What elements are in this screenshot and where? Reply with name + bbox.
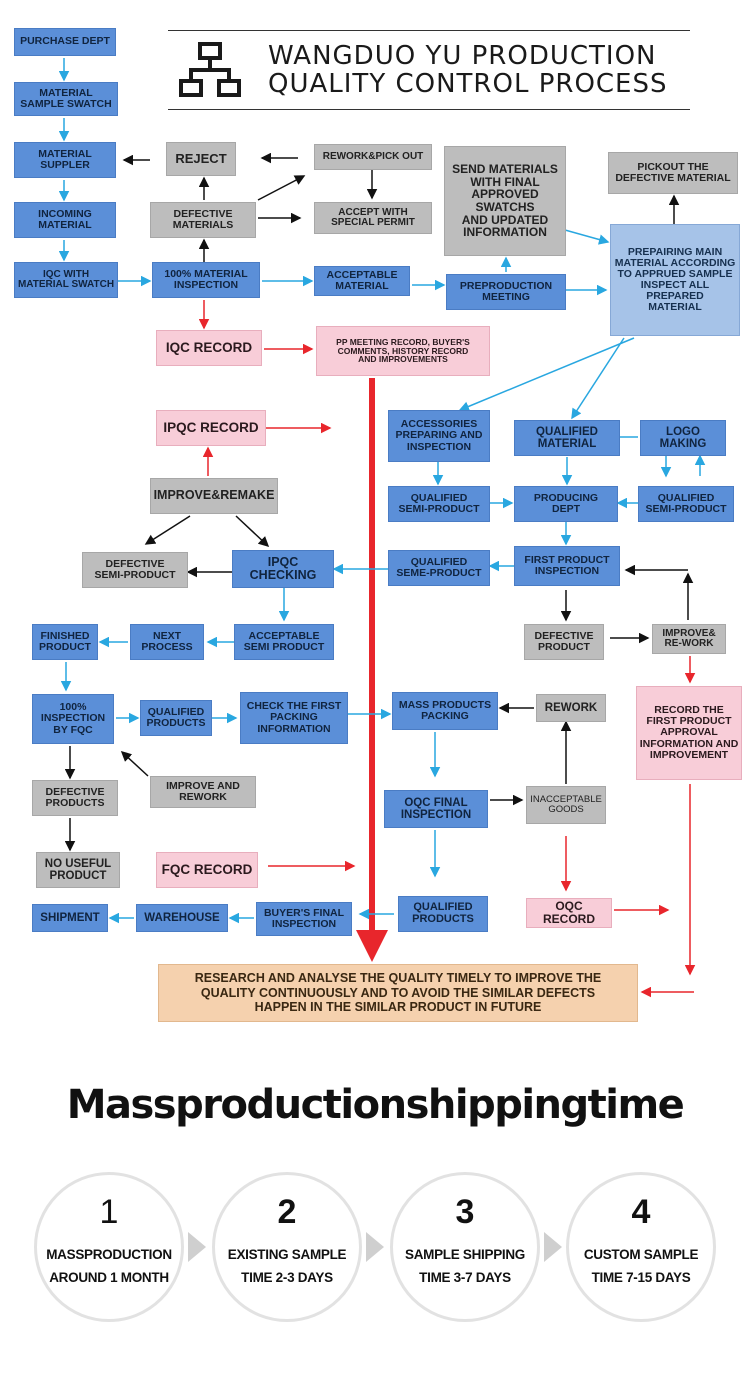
step-duration: TIME 3-7 DAYS (419, 1270, 511, 1285)
node-pp-meeting-record: PP MEETING RECORD, BUYER'S COMMENTS, HIS… (316, 326, 490, 376)
node-prepairing-main-material: PREPAIRING MAIN MATERIAL ACCORDING TO AP… (610, 224, 740, 336)
org-chart-icon (179, 42, 241, 97)
node-iqc-record: IQC RECORD (156, 330, 262, 366)
node-fqc-record: FQC RECORD (156, 852, 258, 888)
node-qualified-products-right: QUALIFIED PRODUCTS (398, 896, 488, 932)
step-duration: TIME 7-15 DAYS (591, 1270, 691, 1285)
node-warehouse: WAREHOUSE (136, 904, 228, 932)
node-defective-materials: DEFECTIVE MATERIALS (150, 202, 256, 238)
node-record-first-product: RECORD THE FIRST PRODUCT APPROVAL INFORM… (636, 686, 742, 780)
step-number: 3 (455, 1193, 475, 1231)
node-research-analyse: RESEARCH AND ANALYSE THE QUALITY TIMELY … (158, 964, 638, 1022)
node-improve-remake: IMPROVE&REMAKE (150, 478, 278, 514)
node-preproduction-meeting: PREPRODUCTION MEETING (446, 274, 566, 310)
node-no-useful-product: NO USEFUL PRODUCT (36, 852, 120, 888)
step-duration: TIME 2-3 DAYS (241, 1270, 333, 1285)
node-incoming-material: INCOMING MATERIAL (14, 202, 116, 238)
page-title: WANGDUO YU PRODUCTION QUALITY CONTROL PR… (268, 41, 668, 99)
node-pickout-defective: PICKOUT THE DEFECTIVE MATERIAL (608, 152, 738, 194)
node-rework: REWORK (536, 694, 606, 722)
node-next-process: NEXT PROCESS (130, 624, 204, 660)
chevron-right-icon (544, 1232, 562, 1262)
step-duration: AROUND 1 MONTH (49, 1270, 169, 1285)
step-2: 2 EXISTING SAMPLE TIME 2-3 DAYS (212, 1172, 362, 1322)
chevron-right-icon (188, 1232, 206, 1262)
step-4: 4 CUSTOM SAMPLE TIME 7-15 DAYS (566, 1172, 716, 1322)
node-finished-product: FINISHED PRODUCT (32, 624, 98, 660)
node-inspection-by-fqc: 100% INSPECTION BY FQC (32, 694, 114, 744)
node-inacceptable-goods: INACCEPTABLE GOODS (526, 786, 606, 824)
node-material-supplier: MATERIAL SUPPLER (14, 142, 116, 178)
step-3: 3 SAMPLE SHIPPING TIME 3-7 DAYS (390, 1172, 540, 1322)
chevron-right-icon (366, 1232, 384, 1262)
node-logo-making: LOGO MAKING (640, 420, 726, 456)
node-qualified-products-left: QUALIFIED PRODUCTS (140, 700, 212, 736)
node-improve-re-work: IMPROVE& RE-WORK (652, 624, 726, 654)
node-producing-dept: PRODUCING DEPT (514, 486, 618, 522)
step-label: CUSTOM SAMPLE (583, 1247, 699, 1262)
node-material-sample-swatch: MATERIAL SAMPLE SWATCH (14, 82, 118, 116)
node-ipqc-checking: IPQC CHECKING (232, 550, 334, 588)
node-defective-semi-product: DEFECTIVE SEMI-PRODUCT (82, 552, 188, 588)
step-number: 2 (277, 1193, 297, 1231)
node-qualified-semi-left: QUALIFIED SEMI-PRODUCT (388, 486, 490, 522)
node-accept-special-permit: ACCEPT WITH SPECIAL PERMIT (314, 202, 432, 234)
node-iqc-with-swatch: IQC WITH MATERIAL SWATCH (14, 262, 118, 298)
node-qualified-semi-right: QUALIFIED SEMI-PRODUCT (638, 486, 734, 522)
node-shipment: SHIPMENT (32, 904, 108, 932)
node-mass-products-packing: MASS PRODUCTS PACKING (392, 692, 498, 730)
node-purchase-dept: PURCHASE DEPT (14, 28, 116, 56)
node-accessories-inspection: ACCESSORIES PREPARING AND INSPECTION (388, 410, 490, 462)
flow-connectors (58, 58, 706, 998)
header-banner: WANGDUO YU PRODUCTION QUALITY CONTROL PR… (168, 30, 690, 110)
node-buyers-final-inspection: BUYER'S FINAL INSPECTION (256, 902, 352, 936)
node-qualified-seme-product: QUALIFIED SEME-PRODUCT (388, 550, 490, 586)
node-oqc-record: OQC RECORD (526, 898, 612, 928)
node-qualified-material: QUALIFIED MATERIAL (514, 420, 620, 456)
node-defective-product: DEFECTIVE PRODUCT (524, 624, 604, 660)
node-defective-products: DEFECTIVE PRODUCTS (32, 780, 118, 816)
step-1: 1 MASSPRODUCTION AROUND 1 MONTH (34, 1172, 184, 1322)
node-send-materials: SEND MATERIALS WITH FINAL APPROVED SWATC… (444, 146, 566, 256)
node-check-first-packing: CHECK THE FIRST PACKING INFORMATION (240, 692, 348, 744)
step-label: SAMPLE SHIPPING (404, 1247, 526, 1262)
node-oqc-final-inspection: OQC FINAL INSPECTION (384, 790, 488, 828)
node-first-product-inspection: FIRST PRODUCT INSPECTION (514, 546, 620, 586)
node-reject: REJECT (166, 142, 236, 176)
node-material-inspection: 100% MATERIAL INSPECTION (152, 262, 260, 298)
node-ipqc-record: IPQC RECORD (156, 410, 266, 446)
node-improve-and-rework: IMPROVE AND REWORK (150, 776, 256, 808)
step-label: MASSPRODUCTION (46, 1247, 172, 1262)
node-rework-pick-out: REWORK&PICK OUT (314, 144, 432, 170)
step-label: EXISTING SAMPLE (227, 1247, 347, 1262)
step-number: 1 (99, 1193, 119, 1231)
node-acceptable-material: ACCEPTABLE MATERIAL (314, 266, 410, 296)
shipping-time-heading: Massproductionshippingtime (66, 1082, 685, 1128)
step-number: 4 (631, 1193, 651, 1231)
node-acceptable-semi-product: ACCEPTABLE SEMI PRODUCT (234, 624, 334, 660)
